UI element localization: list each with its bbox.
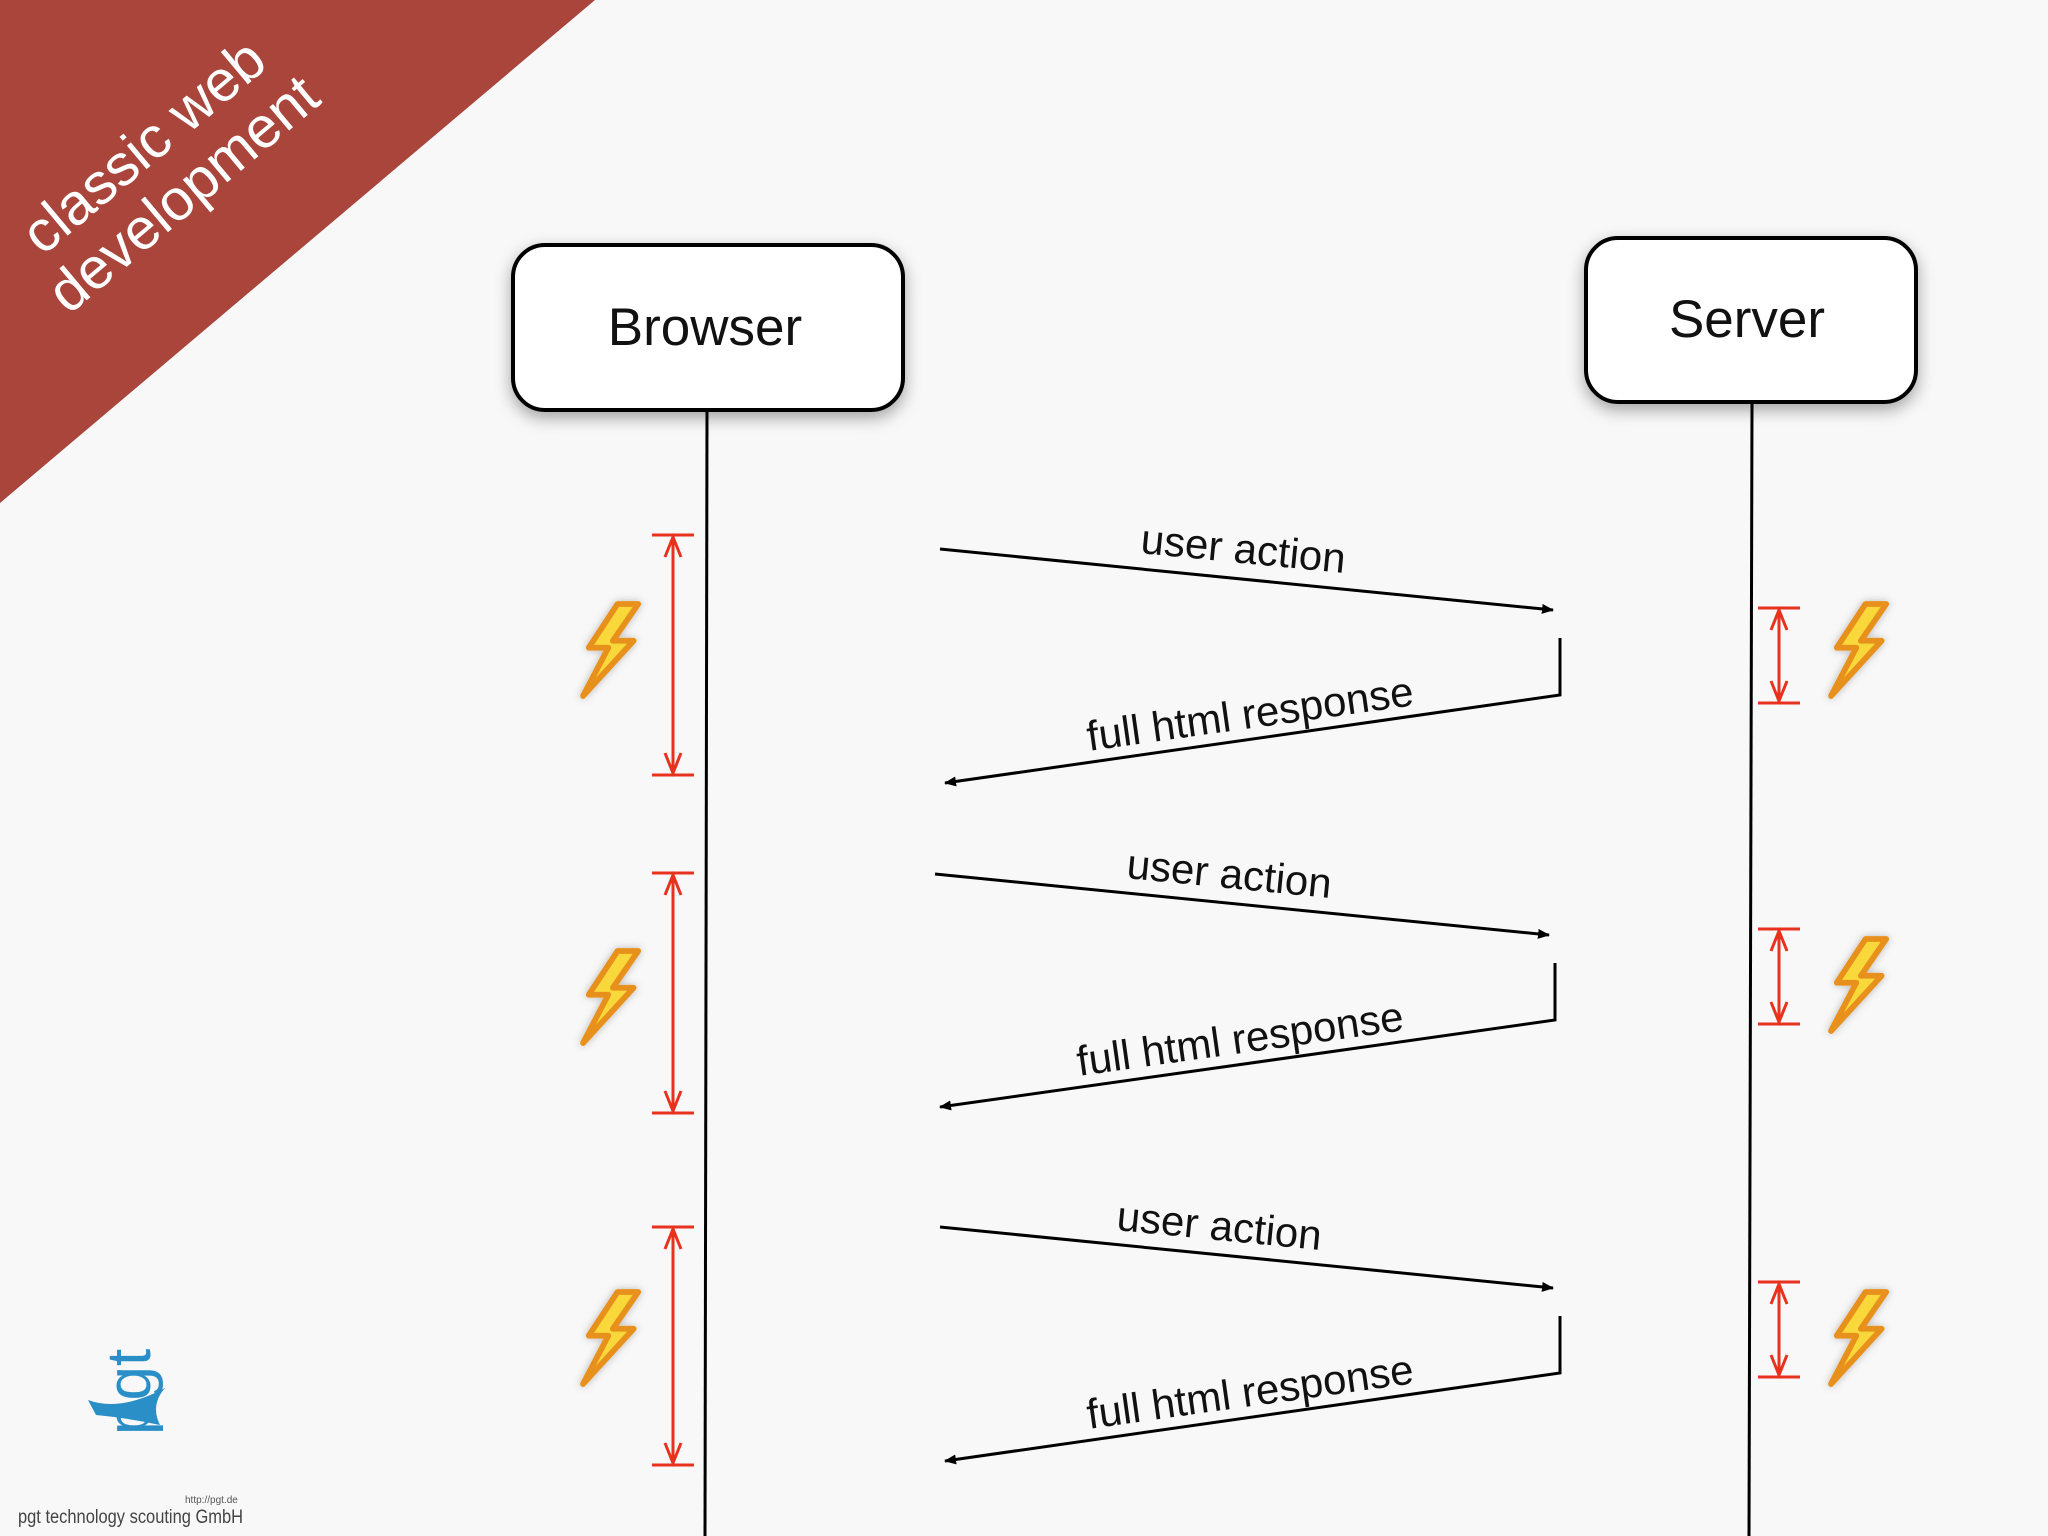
browser-lifeline <box>703 409 709 1536</box>
response-arrow-3 <box>944 1316 1562 1465</box>
pgt-logo: pgt http://pgt.de pgt technology scoutin… <box>18 1349 243 1528</box>
message-round-3: user action full html response <box>939 1192 1562 1465</box>
request-arrow-2 <box>934 872 1550 939</box>
response-arrow-2 <box>939 963 1557 1111</box>
lightning-icon <box>1831 939 1886 1031</box>
browser-wait-marker-1 <box>652 532 694 778</box>
server-participant: Server <box>1584 236 1918 404</box>
request-arrow-1 <box>939 547 1554 614</box>
logo-company: pgt technology scouting GmbH <box>18 1507 243 1528</box>
browser-wait-marker-3 <box>652 1224 694 1468</box>
server-wait-marker-3 <box>1758 1279 1800 1380</box>
response-label-3: full html response <box>1084 1345 1416 1437</box>
lightning-icon <box>1831 1292 1886 1384</box>
lightning-icon <box>583 604 638 696</box>
request-arrow-3 <box>939 1225 1554 1292</box>
browser-wait-marker-2 <box>652 870 694 1116</box>
message-round-1: user action full html response <box>939 515 1562 787</box>
browser-participant: Browser <box>511 243 905 412</box>
server-wait-marker-1 <box>1758 605 1800 706</box>
response-label-2: full html response <box>1074 992 1406 1084</box>
message-round-2: user action full html response <box>934 840 1557 1111</box>
browser-wait-markers <box>652 532 694 1468</box>
lightning-icon <box>583 1292 638 1384</box>
lightning-icon <box>583 951 638 1043</box>
corner-banner: classic web development <box>0 0 595 503</box>
server-wait-marker-2 <box>1758 926 1800 1027</box>
browser-label: Browser <box>608 298 802 357</box>
server-wait-markers <box>1758 605 1800 1380</box>
server-lifeline <box>1747 403 1754 1536</box>
response-label-1: full html response <box>1084 667 1416 759</box>
logo-url: http://pgt.de <box>185 1495 238 1506</box>
server-label: Server <box>1669 290 1825 349</box>
response-arrow-1 <box>944 638 1562 787</box>
lightning-icon <box>1831 604 1886 696</box>
